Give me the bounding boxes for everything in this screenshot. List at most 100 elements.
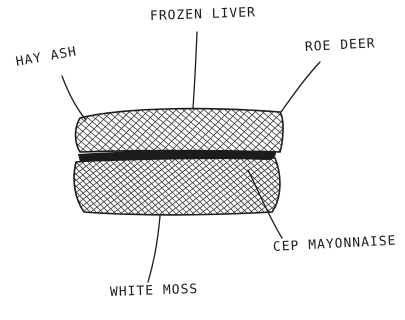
hatch-stroke	[337, 104, 389, 156]
hatch-stroke	[8, 154, 72, 218]
hatch-stroke	[0, 154, 70, 218]
hatch-stroke	[0, 104, 2, 156]
hatch-stroke	[392, 154, 405, 218]
hatch-stroke	[284, 154, 348, 218]
hatch-stroke	[56, 154, 120, 218]
hatch-stroke	[29, 104, 91, 156]
hatch-stroke	[211, 154, 294, 218]
hatch-stroke	[374, 154, 405, 218]
hatch-stroke	[113, 104, 175, 156]
hatch-stroke	[302, 154, 366, 218]
hatch-stroke	[314, 154, 378, 218]
hatch-stroke	[0, 104, 28, 156]
hatch-stroke	[295, 104, 357, 156]
hatch-stroke	[253, 104, 315, 156]
hatch-stroke	[187, 154, 270, 218]
hatch-stroke	[320, 154, 384, 218]
hatch-stroke	[260, 104, 322, 156]
hatch-stroke	[15, 104, 77, 156]
hatch-stroke	[0, 154, 14, 218]
hatch-stroke	[162, 104, 224, 156]
hatch-stroke	[283, 154, 366, 218]
hatch-stroke	[308, 154, 372, 218]
hatch-stroke	[350, 154, 405, 218]
hatch-stroke	[67, 154, 150, 218]
hatch-stroke	[328, 104, 380, 156]
hatch-stroke	[283, 104, 335, 156]
hatch-stroke	[292, 104, 344, 156]
hatch-stroke	[0, 104, 56, 156]
hatch-stroke	[0, 154, 36, 218]
hatch-stroke	[0, 104, 42, 156]
hatch-stroke	[43, 104, 105, 156]
hatch-stroke	[386, 154, 405, 218]
hatch-stroke	[368, 154, 405, 218]
hatch-stroke	[0, 154, 30, 218]
hatch-stroke	[91, 154, 174, 218]
hatch-stroke	[266, 154, 330, 218]
hatch-stroke	[278, 154, 342, 218]
hatch-stroke	[99, 104, 161, 156]
hatch-stroke	[356, 154, 405, 218]
hatch-stroke	[36, 104, 98, 156]
hatch-stroke	[0, 154, 78, 218]
hatch-stroke	[291, 154, 374, 218]
hatch-stroke	[288, 104, 350, 156]
hatch-stroke	[372, 104, 405, 156]
hatch-stroke	[393, 104, 405, 156]
leader-hay-ash	[62, 76, 86, 120]
hatch-stroke	[0, 154, 24, 218]
hatch-stroke	[323, 104, 385, 156]
hatch-stroke	[19, 154, 102, 218]
hatch-stroke	[344, 104, 405, 156]
hatch-stroke	[380, 154, 405, 218]
hatch-stroke	[319, 104, 371, 156]
hatch-stroke	[0, 154, 46, 218]
hatch-stroke	[275, 154, 358, 218]
hatch-stroke	[141, 104, 203, 156]
hatch-stroke	[0, 154, 6, 218]
hatch-stroke	[0, 104, 47, 156]
hatch-stroke	[301, 104, 353, 156]
hatch-stroke	[0, 154, 54, 218]
hatch-stroke	[307, 154, 390, 218]
hatch-stroke	[232, 104, 294, 156]
hatch-stroke	[26, 154, 90, 218]
bottom-layer	[0, 154, 405, 218]
hatch-stroke	[169, 104, 231, 156]
hatch-stroke	[0, 104, 38, 156]
hatch-stroke	[127, 104, 189, 156]
hatch-stroke	[330, 104, 392, 156]
hatch-stroke	[3, 154, 86, 218]
hatch-stroke	[302, 104, 364, 156]
hatch-stroke	[27, 154, 110, 218]
bottom-layer-outline	[74, 157, 280, 215]
hatch-stroke	[326, 154, 390, 218]
hatch-stroke	[204, 104, 266, 156]
hatch-stroke	[57, 104, 119, 156]
hatch-stroke	[50, 104, 112, 156]
hatch-stroke	[0, 154, 42, 218]
hatch-stroke	[337, 104, 399, 156]
hatch-stroke	[43, 154, 126, 218]
hatch-stroke	[13, 104, 65, 156]
hatch-stroke	[1, 104, 63, 156]
hatch-stroke	[0, 154, 18, 218]
hatch-stroke	[260, 154, 324, 218]
hatch-stroke	[358, 104, 405, 156]
hatch-stroke	[0, 104, 49, 156]
hatch-stroke	[315, 154, 398, 218]
hatch-stroke	[259, 154, 342, 218]
hatch-stroke	[379, 104, 405, 156]
hatch-stroke	[386, 104, 405, 156]
hatch-stroke	[299, 154, 382, 218]
hatch-stroke	[365, 104, 405, 156]
hatch-stroke	[0, 104, 20, 156]
hatch-stroke	[176, 104, 238, 156]
hatch-stroke	[331, 154, 405, 218]
hatch-stroke	[8, 104, 70, 156]
hatch-stroke	[0, 104, 11, 156]
hatch-stroke	[32, 154, 96, 218]
hatch-stroke	[0, 154, 38, 218]
